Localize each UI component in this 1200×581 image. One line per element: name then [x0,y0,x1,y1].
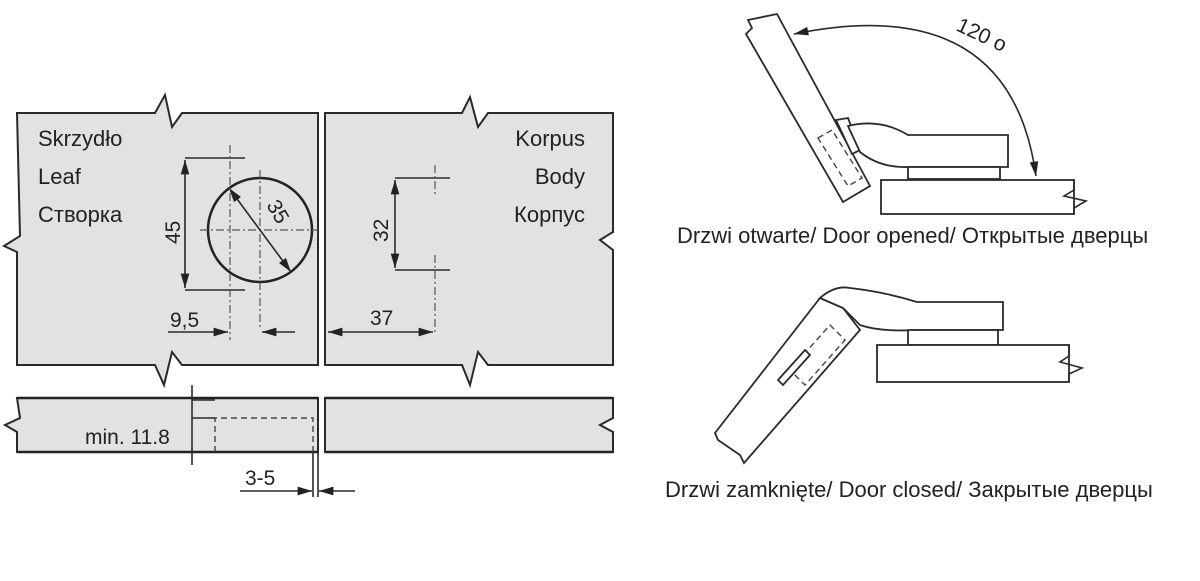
dim-gap-lines [240,452,355,497]
body-label-en: Body [535,164,585,189]
dim-plate-edge-offset: 37 [370,307,393,330]
leaf-section [2,397,319,453]
body-panel [324,94,614,389]
dim-plate-spacing: 32 [370,219,393,242]
dim-cup-edge-offset: 9,5 [170,309,199,332]
caption-door-opened: Drzwi otwarte/ Door opened/ Открытые две… [677,223,1148,248]
door-opened-drawing [744,12,1089,215]
dim-32-lines [390,165,450,335]
caption-door-closed: Drzwi zamknięte/ Door closed/ Закрытые д… [665,477,1153,502]
cup-hole [200,170,318,330]
body-label-pl: Korpus [515,126,585,151]
dim-gap: 3-5 [245,467,275,490]
opening-angle: 120 o [953,14,1010,57]
body-section [324,397,614,453]
leaf-label-pl: Skrzydło [38,126,122,151]
leaf-label-ru: Створка [38,202,123,227]
leaf-label-en: Leaf [38,164,82,189]
body-labels: Korpus Body Корпус [514,126,585,227]
body-label-ru: Корпус [514,202,585,227]
leaf-panel [1,92,319,389]
door-closed-drawing [713,286,1085,465]
cup-recess [214,417,314,452]
dim-min-thickness: min. 11.8 [85,426,170,449]
dim-cup-spacing: 45 [162,221,185,244]
leaf-labels: Skrzydło Leaf Створка [38,126,123,227]
dim-45-lines [180,145,245,340]
